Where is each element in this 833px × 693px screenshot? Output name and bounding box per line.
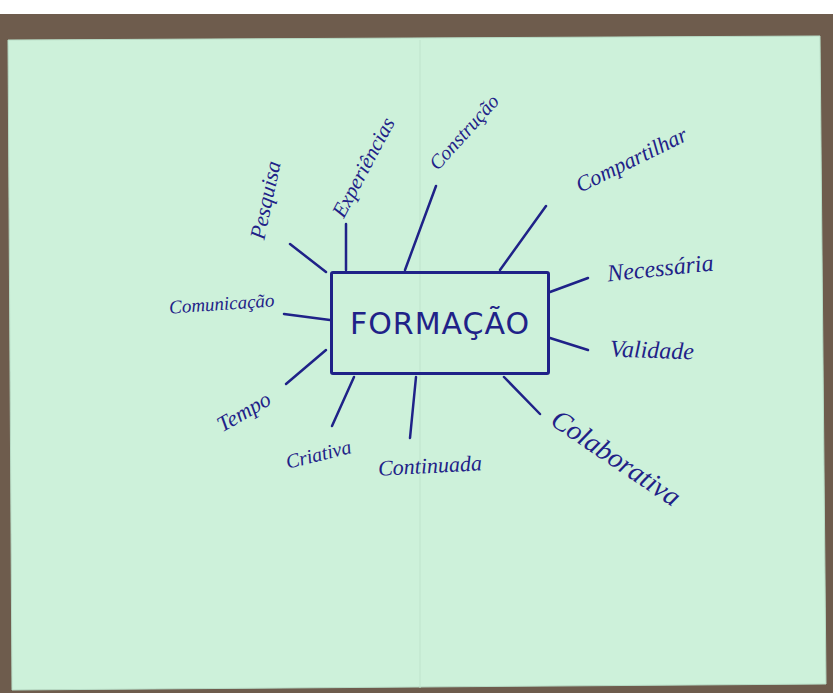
top-strip <box>0 0 833 14</box>
spoke-line <box>290 244 326 272</box>
spoke-line <box>405 186 436 270</box>
center-title: FORMAÇÃO <box>350 306 530 341</box>
paper-sheet <box>8 36 826 690</box>
spoke-lines <box>284 186 588 438</box>
spoke-line <box>504 377 540 414</box>
paper-fold <box>420 40 421 688</box>
spoke-line <box>332 377 354 426</box>
spoke-line <box>550 338 588 350</box>
spoke-word: Validade <box>610 335 695 364</box>
spoke-line <box>345 224 348 270</box>
spoke-line <box>286 350 326 384</box>
spoke-line <box>284 314 330 320</box>
spoke-line <box>550 278 588 292</box>
spoke-line <box>410 377 416 438</box>
center-box: FORMAÇÃO <box>330 271 550 375</box>
spoke-line <box>500 206 546 270</box>
